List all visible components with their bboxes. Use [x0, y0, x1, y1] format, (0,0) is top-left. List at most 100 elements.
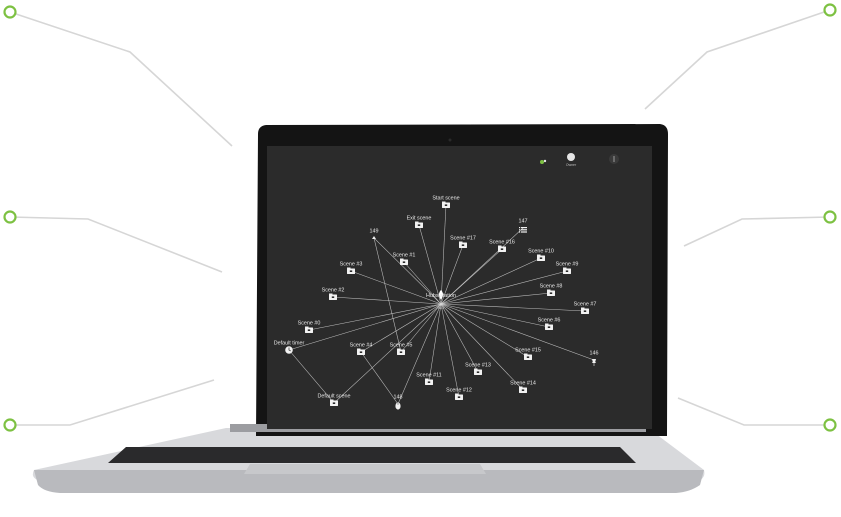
node-label-scene-1: Scene #1	[393, 253, 416, 259]
edge-n148	[397, 303, 442, 405]
graph-node-exit-scene[interactable]: Exit scene	[407, 216, 432, 229]
graph-node-scene-13[interactable]: Scene #13	[465, 363, 491, 376]
edge-default-timer-default-scene	[288, 349, 335, 404]
graph-node-default-timer[interactable]: Default timer	[274, 341, 305, 354]
graph-node-scene-2[interactable]: Scene #2	[322, 288, 345, 301]
graph-node-scene-0[interactable]: Scene #0	[298, 321, 321, 334]
graph-node-scene-14[interactable]: Scene #14	[510, 381, 536, 394]
scene-icon	[581, 307, 589, 314]
edge-exit-scene	[418, 224, 442, 305]
node-label-scene-16: Scene #16	[489, 240, 515, 246]
node-label-scene-6: Scene #6	[538, 318, 561, 324]
graph-node-n146[interactable]: 146	[590, 351, 599, 367]
node-label-scene-5: Scene #5	[390, 343, 413, 349]
node-label-n147: 147	[519, 219, 528, 225]
touchpad	[244, 464, 486, 474]
edge-scene-11	[428, 303, 442, 383]
graph-node-scene-17[interactable]: Scene #17	[450, 236, 476, 249]
graph-node-scene-4[interactable]: Scene #4	[350, 343, 373, 356]
scene-icon	[330, 399, 338, 406]
edge-scene-2	[332, 296, 442, 305]
node-label-exit-scene: Exit scene	[407, 216, 432, 222]
node-label-scene-15: Scene #15	[515, 348, 541, 354]
graph-node-scene-10[interactable]: Scene #10	[528, 249, 554, 262]
callout-marker-4	[823, 3, 837, 17]
graph-node-scene-8[interactable]: Scene #8	[540, 284, 563, 297]
scene-icon	[537, 254, 545, 261]
camera-dot	[448, 138, 452, 142]
edge-default-scene	[333, 303, 442, 404]
scene-icon	[347, 267, 355, 274]
graph-node-start-scene[interactable]: Start scene	[432, 196, 460, 209]
edge-scene-4-n148	[360, 351, 399, 405]
graph-node-scene-12[interactable]: Scene #12	[446, 388, 472, 401]
edge-scene-16	[440, 248, 503, 305]
edge-scene-15	[440, 303, 529, 358]
node-label-scene-9: Scene #9	[556, 262, 579, 268]
scene-icon	[305, 326, 313, 333]
edge-default-timer	[288, 303, 442, 351]
scene-icon	[400, 258, 408, 265]
scene-icon	[425, 378, 433, 385]
keyboard-area	[108, 447, 636, 463]
edge-scene-3	[350, 270, 442, 305]
avatar-icon[interactable]	[567, 153, 575, 161]
graph-node-scene-5[interactable]: Scene #5	[390, 343, 413, 356]
graph-node-scene-7[interactable]: Scene #7	[574, 302, 597, 315]
hub-sublabel: Hub	[438, 306, 444, 310]
callout-marker-6	[823, 418, 837, 432]
status-dots-icon[interactable]	[540, 159, 547, 164]
edge-scene-13	[440, 303, 479, 373]
graph-node-default-scene[interactable]: Default scene	[318, 394, 351, 407]
graph-node-scene-16[interactable]: Scene #16	[489, 240, 515, 253]
edge-scene-14	[440, 303, 524, 391]
scene-icon	[459, 241, 467, 248]
graph-edges	[288, 204, 595, 405]
graph-node-scene-1[interactable]: Scene #1	[393, 253, 416, 266]
clock-icon	[285, 346, 293, 354]
callout-line-4	[644, 9, 831, 110]
node-label-scene-8: Scene #8	[540, 284, 563, 290]
edge-scene-7	[440, 303, 586, 312]
scene-icon	[357, 348, 365, 355]
edge-scene-4	[360, 303, 442, 353]
graph-node-n147[interactable]: 147	[519, 219, 528, 233]
scene-icon	[474, 368, 482, 375]
scene-icon	[415, 221, 423, 228]
edge-scene-1	[403, 261, 442, 305]
scene-icon	[442, 201, 450, 208]
node-label-n146: 146	[590, 351, 599, 357]
owner-label: Owner	[566, 163, 577, 167]
scene-icon	[524, 353, 532, 360]
callout-line-1	[9, 11, 233, 147]
node-label-scene-12: Scene #12	[446, 388, 472, 394]
hub-label: Hubs station	[426, 293, 456, 299]
node-label-scene-11: Scene #11	[416, 373, 441, 379]
graph-node-scene-3[interactable]: Scene #3	[340, 262, 363, 275]
edge-scene-0	[308, 303, 442, 331]
graph-node-scene-9[interactable]: Scene #9	[556, 262, 579, 275]
graph-node-scene-6[interactable]: Scene #6	[538, 318, 561, 331]
callout-line-2	[9, 216, 223, 273]
edge-scene-8	[440, 292, 552, 305]
callout-line-6	[677, 397, 830, 426]
graph-node-scene-11[interactable]: Scene #11	[416, 373, 442, 386]
more-vertical-icon[interactable]	[609, 154, 619, 164]
scene-icon	[519, 386, 527, 393]
node-label-scene-7: Scene #7	[574, 302, 597, 308]
scene-icon	[329, 293, 337, 300]
graph-node-n148[interactable]: 148	[394, 395, 403, 410]
edge-scene-10	[440, 257, 542, 305]
hub-node[interactable]: Hubs station Hub	[426, 290, 456, 310]
scene-icon	[547, 289, 555, 296]
scene-icon	[545, 323, 553, 330]
scene-icon	[498, 245, 506, 252]
graph-node-scene-15[interactable]: Scene #15	[515, 348, 541, 361]
node-label-scene-10: Scene #10	[528, 249, 554, 255]
node-label-n149: 149	[370, 229, 379, 235]
node-label-n148: 148	[394, 395, 403, 401]
graph-node-n149[interactable]: 149	[370, 229, 379, 240]
callout-marker-1	[3, 5, 17, 19]
edge-n149-scene-5	[373, 237, 402, 353]
